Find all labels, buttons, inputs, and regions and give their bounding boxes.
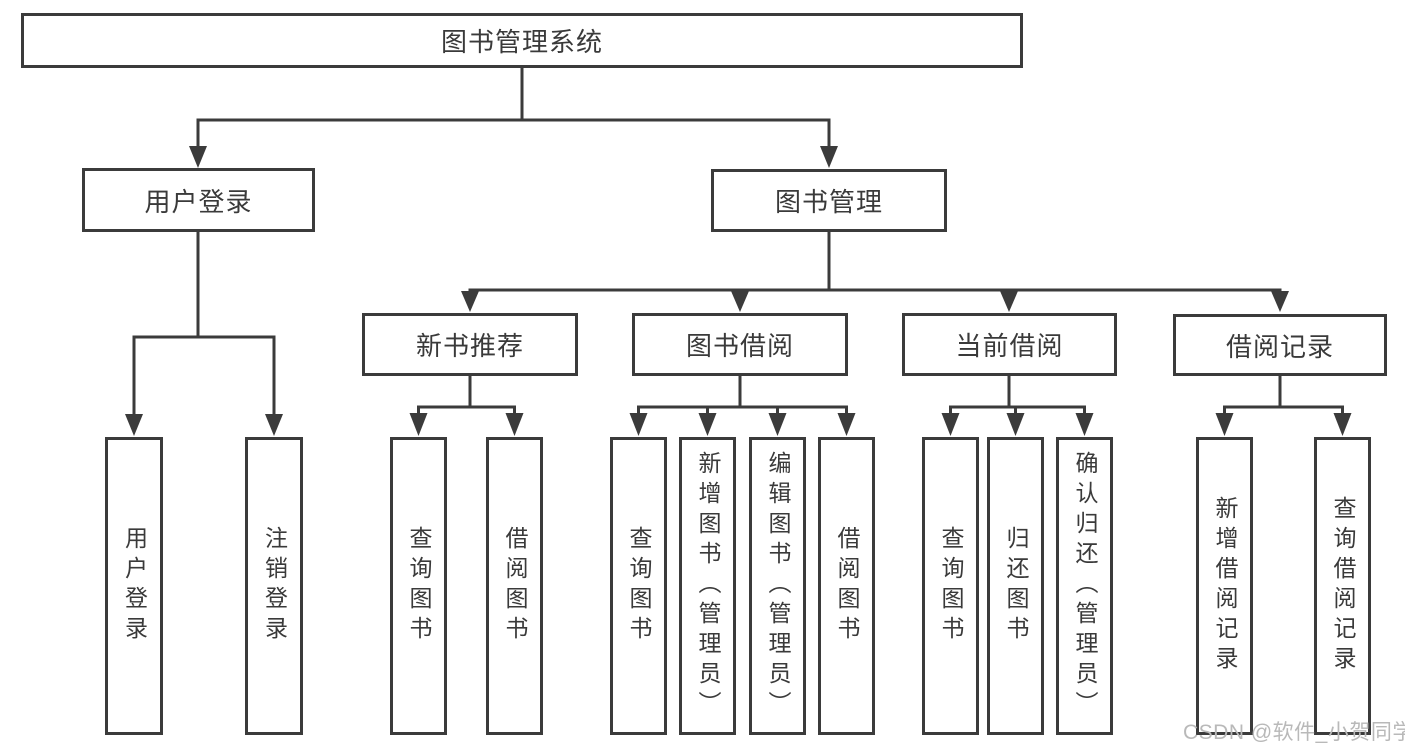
edge-root-to-branches (189, 68, 838, 168)
leaf-newbook-borrow: 借阅图书 (486, 437, 543, 735)
leaf-borrow-edit-admin: 编辑图书（管理员） (749, 437, 806, 735)
leaf-current-confirm-admin: 确认归还（管理员） (1056, 437, 1113, 735)
node-label: 当前借阅 (955, 331, 1064, 361)
node-label: 图书管理 (774, 187, 883, 217)
node-user-login: 用户登录 (82, 168, 315, 232)
csdn-watermark: CSDN @软件_小贺同学 (1183, 721, 1405, 744)
edge-book-mgmt-to-modules (461, 232, 1289, 312)
leaf-label: 查询图书 (406, 526, 432, 646)
leaf-label: 查询图书 (626, 526, 652, 646)
leaf-borrow-add-admin: 新增图书（管理员） (679, 437, 736, 735)
leaf-label: 确认归还（管理员） (1072, 451, 1098, 721)
node-book-borrow: 图书借阅 (632, 313, 848, 376)
leaf-label: 归还图书 (1003, 526, 1029, 646)
leaf-label: 注销登录 (261, 526, 288, 646)
edge-records-children (1215, 376, 1352, 436)
node-label: 用户登录 (144, 186, 253, 217)
leaf-user-login: 用户登录 (105, 437, 163, 735)
edge-user-login-children (125, 232, 283, 436)
leaf-label: 借阅图书 (834, 526, 860, 646)
node-current-borrow: 当前借阅 (902, 313, 1117, 376)
leaf-records-add: 新增借阅记录 (1196, 437, 1253, 735)
node-label: 图书借阅 (685, 331, 794, 361)
leaf-borrow-borrow: 借阅图书 (818, 437, 875, 735)
edge-current-children (941, 376, 1094, 436)
leaf-records-query: 查询借阅记录 (1314, 437, 1371, 735)
leaf-label: 查询借阅记录 (1330, 496, 1356, 676)
leaf-label: 借阅图书 (502, 526, 528, 646)
leaf-label: 新增图书（管理员） (695, 451, 721, 721)
node-borrow-records: 借阅记录 (1173, 314, 1387, 376)
node-new-book-recommend: 新书推荐 (362, 313, 578, 376)
edge-borrow-children (629, 376, 856, 436)
leaf-current-query: 查询图书 (922, 437, 979, 735)
edge-new-book-children (409, 376, 524, 436)
leaf-newbook-query: 查询图书 (390, 437, 447, 735)
node-label: 图书管理系统 (440, 27, 603, 57)
leaf-logout: 注销登录 (245, 437, 303, 735)
leaf-label: 用户登录 (121, 526, 148, 646)
leaf-label: 查询图书 (938, 526, 964, 646)
node-root-system: 图书管理系统 (21, 13, 1023, 68)
node-label: 新书推荐 (415, 331, 524, 361)
node-book-management: 图书管理 (711, 169, 947, 232)
node-label: 借阅记录 (1225, 331, 1334, 362)
leaf-label: 编辑图书（管理员） (765, 451, 791, 721)
leaf-current-return: 归还图书 (987, 437, 1044, 735)
leaf-borrow-query: 查询图书 (610, 437, 667, 735)
leaf-label: 新增借阅记录 (1212, 496, 1238, 676)
